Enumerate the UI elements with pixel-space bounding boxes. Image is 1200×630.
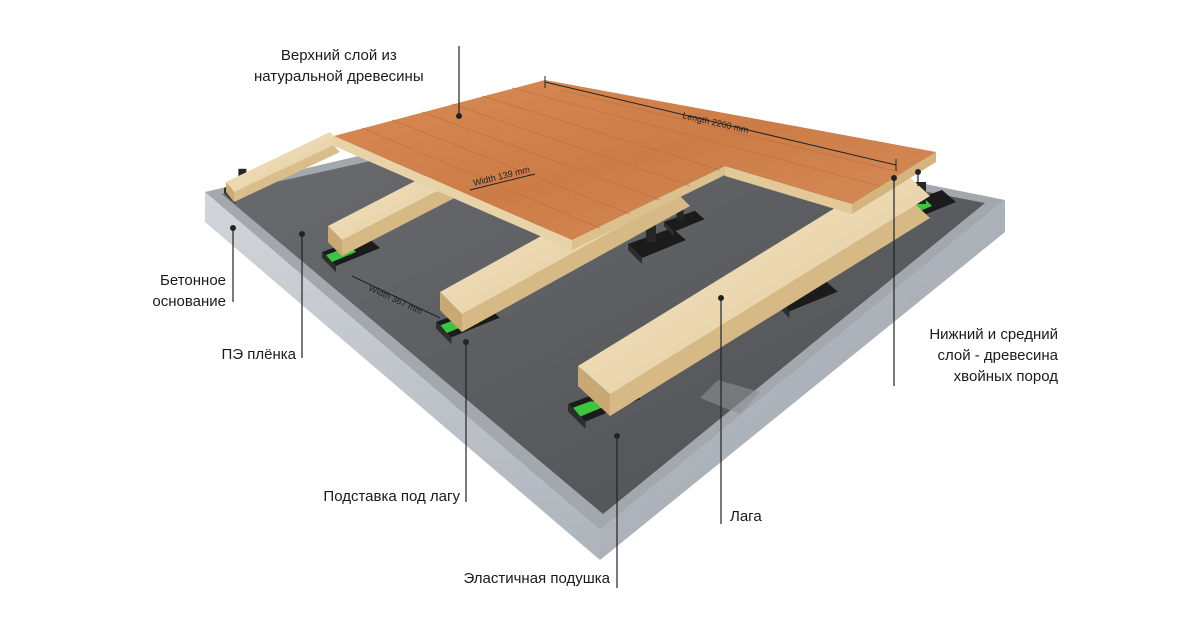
floor-board-edge [334, 136, 572, 250]
floor-board-edge-right [572, 166, 725, 250]
slab-front-face [600, 200, 1005, 560]
label-elastic-pad: Эластичная подушка [463, 570, 610, 587]
wood-flooring: Length 2200 mm Width 139 mm Width 367 mm [334, 76, 936, 319]
label-joist-support: Подставка под лагу [323, 488, 460, 505]
floor-board-top [334, 80, 936, 240]
label-pe-film: ПЭ плёнка [221, 346, 296, 363]
film-fold [700, 380, 760, 414]
joist-4 [578, 168, 930, 416]
length-dimension-line [544, 76, 897, 171]
label-top-layer: Верхний слой из натуральной древесины [254, 47, 424, 85]
joist-1 [226, 132, 340, 202]
width-joist-dimension-line [351, 275, 441, 319]
width-board-dimension-line [469, 173, 536, 191]
label-lower-layers: Нижний и средний слой - древесина хвойны… [929, 326, 1058, 385]
floor-board-step-edge [725, 166, 852, 214]
callout-lines [230, 46, 921, 588]
label-joist: Лага [730, 508, 762, 525]
joist-support [664, 205, 705, 236]
label-concrete-base: Бетонное основание [152, 272, 226, 310]
slab-left-face [205, 192, 600, 560]
joist-support [628, 220, 686, 264]
